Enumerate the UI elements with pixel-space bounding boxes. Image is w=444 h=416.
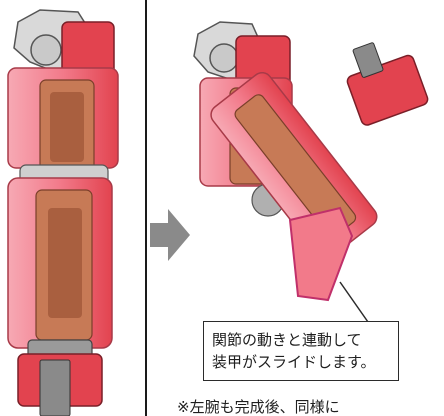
callout-line-1: 関節の動きと連動して (212, 331, 362, 349)
left-arm-illustration (7, 9, 119, 416)
panel-divider (145, 0, 147, 416)
callout-box (203, 321, 399, 381)
footnote: ※左腕も完成後、同様に (177, 398, 340, 416)
right-arrow-icon (150, 209, 190, 261)
callout-line-2: 装甲がスライドします。 (212, 353, 376, 371)
